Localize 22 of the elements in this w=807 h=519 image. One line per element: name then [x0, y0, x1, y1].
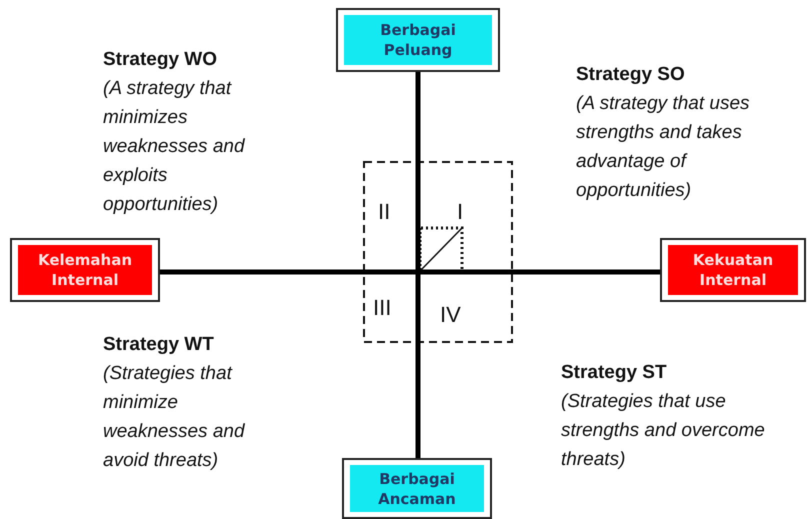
- strategy-heading: Strategy WO: [103, 48, 218, 72]
- connector-line: [160, 270, 660, 274]
- node-label: Kelemahan Internal: [18, 245, 152, 295]
- strategy-heading: Strategy SO: [576, 63, 686, 87]
- quadrant-number: I: [457, 199, 464, 225]
- quadrant-number: III: [373, 295, 392, 321]
- strategy-heading: Strategy ST: [561, 361, 668, 385]
- label-frame: [336, 8, 500, 72]
- label-frame: [660, 238, 806, 302]
- quadrant-number: II: [378, 199, 390, 225]
- label-frame: [342, 458, 492, 519]
- quadrant-number: IV: [440, 302, 461, 328]
- label-frame: [10, 238, 160, 302]
- node-label: Kekuatan Internal: [668, 245, 798, 295]
- strategy-heading: Strategy WT: [103, 333, 215, 357]
- strategy-description: (A strategy that uses strengths and takes advantage of opportunities): [576, 92, 751, 203]
- node-label: Berbagai Peluang: [344, 15, 492, 65]
- strategy-description: (A strategy that minimizes weaknesses and exploits opportunities): [103, 77, 246, 217]
- strategy-description: (Strategies that use strengths and overcome threats): [561, 390, 766, 472]
- connector-line: [416, 72, 420, 458]
- strategy-description: (Strategies that minimize weaknesses and avoid threats): [103, 362, 246, 473]
- node-label: Berbagai Ancaman: [350, 465, 484, 512]
